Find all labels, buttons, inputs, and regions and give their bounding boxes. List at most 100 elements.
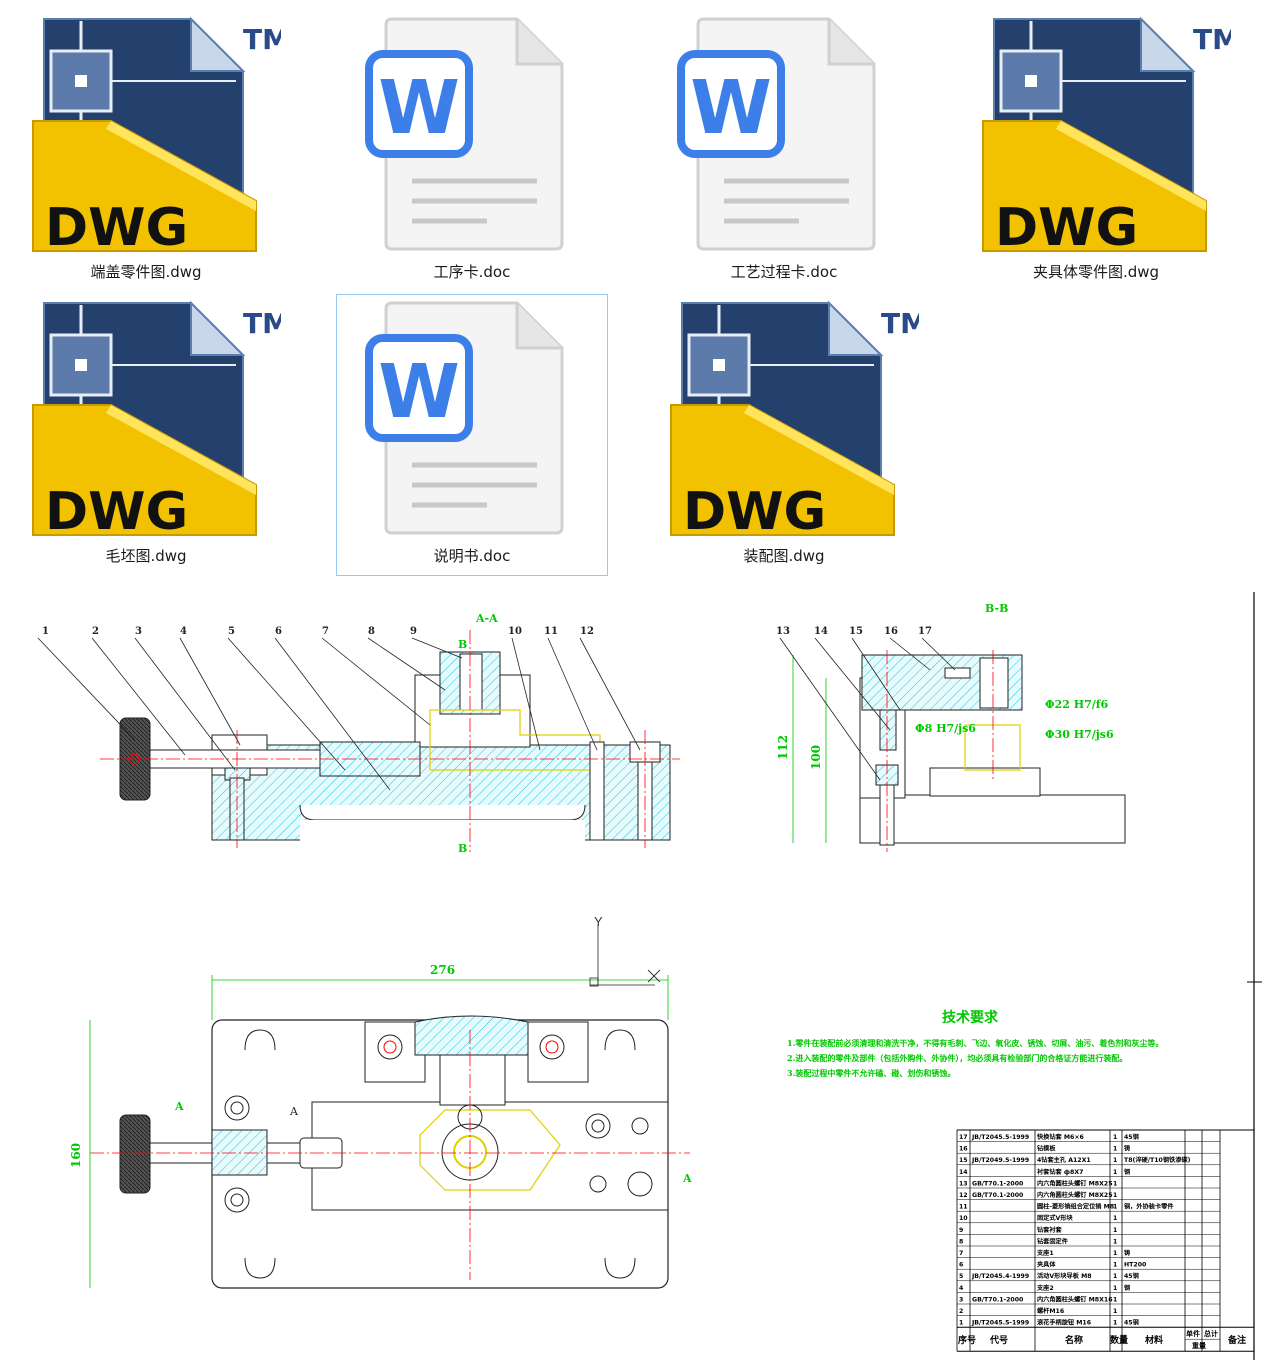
word-logo: [677, 50, 785, 158]
bom-cell-mat: 45钢: [1124, 1319, 1139, 1327]
dwg-badge: DWG: [683, 482, 826, 542]
bom-cell-no: 4: [959, 1285, 964, 1292]
bom-cell-mat: 45钢: [1124, 1272, 1139, 1280]
bom-cell-qty: 1: [1113, 1296, 1117, 1303]
bom-cell-code: GB/T70.1-2000: [972, 1296, 1024, 1303]
bom-cell-no: 2: [959, 1308, 963, 1315]
word-badge: W: [378, 65, 460, 151]
bom-cell-qty: 1: [1113, 1308, 1117, 1315]
section-a-mark-right: A: [682, 1172, 692, 1185]
part-number-label: 11: [544, 626, 558, 637]
bom-cell-name: 衬套钻套 ф8X7: [1037, 1168, 1083, 1176]
section-bb-title: B-B: [985, 602, 1008, 615]
bom-cell-name: 4钻套主孔 A12X1: [1037, 1156, 1091, 1164]
dim-phi30: Φ30 H7/js6: [1045, 728, 1114, 741]
part-number-label: 1: [42, 626, 49, 637]
trademark-label: TM: [243, 307, 281, 340]
section-aa-title: A-A: [475, 612, 498, 625]
part-number-label: 9: [410, 626, 417, 637]
dim-160: 160: [69, 1143, 83, 1168]
dwg-yellow-band: [32, 404, 257, 536]
bom-cell-no: 13: [959, 1180, 968, 1187]
bom-cell-no: 5: [959, 1273, 963, 1280]
bom-cell-qty: 1: [1113, 1169, 1117, 1176]
bom-cell-name: 钻套衬套: [1037, 1226, 1063, 1234]
part-number-label: 13: [776, 626, 790, 637]
file-item-doc[interactable]: W 工艺过程卡.doc: [648, 10, 920, 292]
bom-cell-mat: 铸: [1124, 1249, 1131, 1257]
file-explorer: DWG TM 端盖零件图.dwg W 工序卡.doc W 工艺过程卡.doc D…: [10, 10, 1262, 582]
bom-cell-qty: 1: [1113, 1204, 1117, 1211]
file-name: 端盖零件图.dwg: [90, 263, 202, 281]
dwg-file-icon: DWG TM: [670, 300, 919, 542]
file-item-doc[interactable]: W 工序卡.doc: [336, 10, 608, 292]
part-number-label: 17: [918, 626, 932, 637]
bom-cell-no: 9: [959, 1227, 963, 1234]
bom-cell-qty: 1: [1113, 1320, 1117, 1327]
bom-cell-qty: 1: [1113, 1238, 1117, 1245]
bom-cell-mat: 45钢: [1124, 1133, 1139, 1141]
bom-header-cell: 备注: [1227, 1334, 1246, 1346]
file-item-dwg[interactable]: DWG TM 毛坯图.dwg: [10, 294, 282, 576]
dwg-file-icon: DWG TM: [982, 16, 1231, 258]
part-number-label: 5: [228, 626, 235, 637]
bom-cell-mat: 钢: [1124, 1168, 1130, 1176]
bom-cell-name: 钻模板: [1037, 1145, 1056, 1153]
tech-title: 技术要求: [942, 1009, 999, 1026]
part-number-label: 7: [322, 626, 329, 637]
bom-cell-name: 钻套固定件: [1037, 1237, 1069, 1245]
dwg-yellow-band: [982, 120, 1207, 252]
word-badge: W: [690, 65, 772, 151]
dim-112: 112: [776, 735, 790, 760]
bom-header-cell: 序号: [958, 1334, 976, 1346]
section-b-mark-bottom: B: [458, 842, 467, 855]
bom-cell-no: 1: [959, 1320, 963, 1327]
word-file-icon: W: [677, 17, 876, 251]
bom-cell-name: 固定式V形块: [1037, 1214, 1074, 1222]
dim-100: 100: [809, 745, 823, 770]
bom-cell-mat: T8(淬硬/T10钢铁渗碳): [1124, 1156, 1191, 1164]
bom-cell-code: JB/T2045.5-1999: [971, 1320, 1029, 1327]
bom-cell-mat: 铸: [1124, 1145, 1131, 1153]
trademark-label: TM: [243, 23, 281, 56]
file-item-dwg[interactable]: DWG TM 夹具体零件图.dwg: [960, 10, 1232, 292]
bom-cell-no: 11: [959, 1204, 968, 1211]
bom-cell-qty: 1: [1113, 1180, 1117, 1187]
bom-header-cell: 总计: [1204, 1329, 1218, 1338]
section-a-mark-plan: A: [289, 1105, 299, 1118]
dwg-yellow-band: [670, 404, 895, 536]
part-number-label: 10: [508, 626, 522, 637]
part-number-label: 4: [180, 626, 187, 637]
bom-cell-qty: 1: [1113, 1262, 1117, 1269]
bom-cell-no: 7: [959, 1250, 963, 1257]
bom-cell-mat: HT200: [1124, 1262, 1147, 1269]
bom-cell-no: 16: [959, 1146, 968, 1153]
trademark-label: TM: [1193, 23, 1231, 56]
assembly-drawing-preview: A-A B B: [0, 590, 1272, 1366]
bom-cell-code: GB/T70.1-2000: [972, 1180, 1024, 1187]
bom-header-cell: 代号: [989, 1334, 1008, 1346]
bom-cell-no: 14: [959, 1169, 968, 1176]
bom-cell-qty: 1: [1113, 1215, 1117, 1222]
file-name: 夹具体零件图.dwg: [1032, 263, 1160, 281]
file-item-dwg[interactable]: DWG TM 装配图.dwg: [648, 294, 920, 576]
bom-cell-no: 17: [959, 1134, 968, 1141]
bom-cell-name: 内六角圆柱头螺钉 M8X25: [1037, 1179, 1113, 1187]
dwg-badge: DWG: [45, 482, 188, 542]
bom-header-cell: 材料: [1144, 1334, 1163, 1346]
file-name: 工序卡.doc: [433, 263, 511, 281]
section-aa-view: A-A B B: [37, 612, 680, 855]
file-name: 装配图.dwg: [743, 547, 825, 565]
file-name: 毛坯图.dwg: [105, 547, 187, 565]
bom-header-cell: 名称: [1065, 1334, 1083, 1346]
bom-cell-mat: 钢，外协装卡零件: [1124, 1203, 1174, 1211]
bom-cell-qty: 1: [1113, 1157, 1117, 1164]
file-item-dwg[interactable]: DWG TM 端盖零件图.dwg: [10, 10, 282, 292]
dim-phi22: Φ22 H7/f6: [1045, 698, 1109, 711]
bom-cell-name: 支座1: [1036, 1249, 1054, 1257]
file-item-doc[interactable]: W 说明书.doc: [336, 294, 608, 576]
bom-cell-qty: 1: [1113, 1250, 1117, 1257]
bom-cell-qty: 1: [1113, 1285, 1117, 1292]
word-logo: [365, 50, 473, 158]
